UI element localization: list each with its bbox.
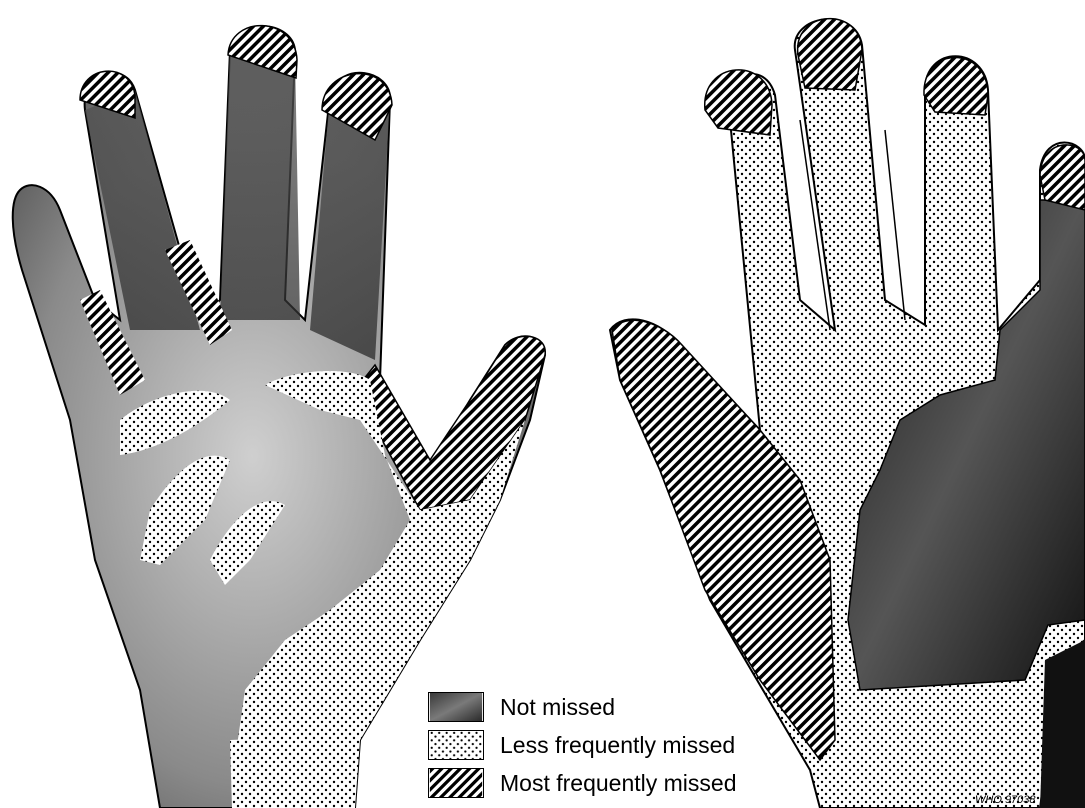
right-tip-middle <box>798 19 862 90</box>
right-tip-index <box>705 70 772 135</box>
right-wrist-dark <box>1040 640 1085 808</box>
legend-label-most: Most frequently missed <box>500 768 736 798</box>
legend-item-most: Most frequently missed <box>428 766 828 800</box>
legend-item-less: Less frequently missed <box>428 728 828 762</box>
legend-label-less: Less frequently missed <box>500 730 735 760</box>
legend-label-not-missed: Not missed <box>500 692 615 722</box>
legend-item-not-missed: Not missed <box>428 690 828 724</box>
left-wrist-dots <box>230 735 355 808</box>
legend: Not missed Less frequently missed Most f… <box>428 690 828 808</box>
legend-swatch-less <box>428 730 484 760</box>
right-finger-gap-2 <box>885 130 905 320</box>
right-tip-little <box>1040 145 1085 210</box>
figure-credit: WHO 97038 <box>975 794 1036 806</box>
legend-swatch-not-missed <box>428 692 484 722</box>
legend-swatch-most <box>428 768 484 798</box>
